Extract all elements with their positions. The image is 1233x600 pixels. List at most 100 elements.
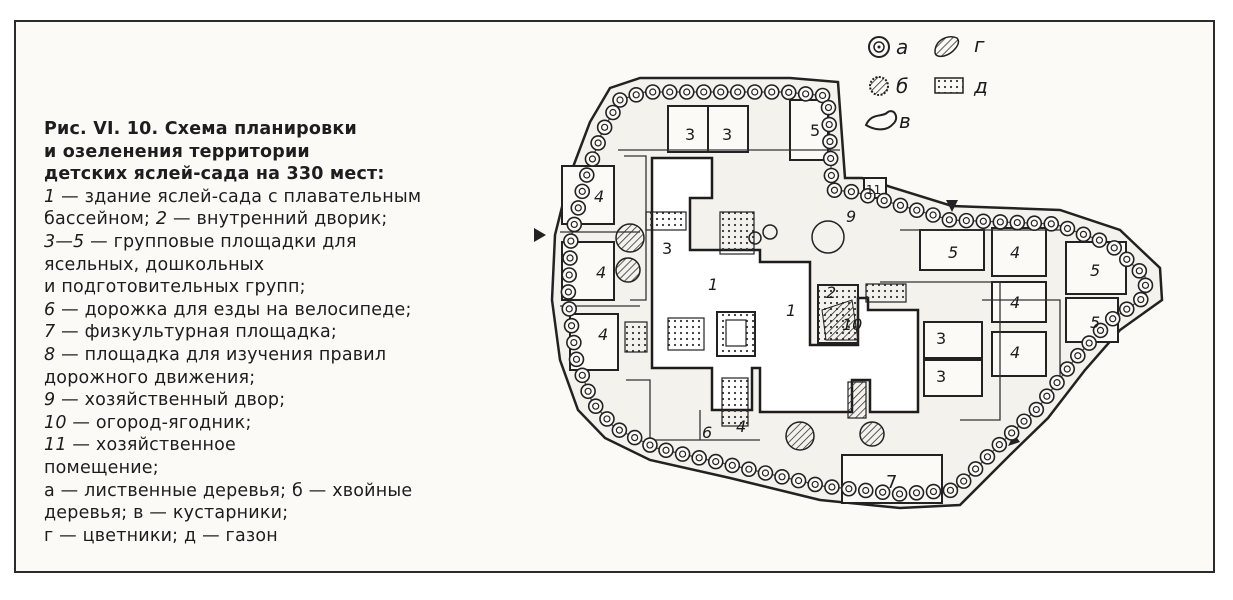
label-courtyard-2: 2 (826, 283, 836, 302)
deciduous-tree-icon (574, 183, 591, 200)
deciduous-tree-icon (1104, 310, 1121, 327)
caption-item-number: 1 (44, 186, 56, 207)
caption-item-text: — дорожка для езды на велосипеде; (55, 299, 412, 320)
entrance-arrow-west (534, 228, 546, 242)
deciduous-tree-icon (822, 150, 839, 167)
label-playground-3d: 3 (936, 329, 946, 348)
deciduous-tree-icon (1131, 263, 1148, 279)
label-playground-4g: 4 (736, 417, 746, 436)
deciduous-tree-icon (780, 84, 797, 101)
deciduous-tree-icon (841, 480, 857, 497)
conifer-tree-legend-icon (869, 76, 889, 96)
caption-item-number: 2 (155, 209, 168, 230)
deciduous-tree-icon (590, 135, 606, 151)
caption-item-text: — внутренний дворик; (167, 209, 388, 230)
deciduous-tree-icon (790, 472, 807, 489)
deciduous-tree-icon (820, 99, 837, 116)
deciduous-tree-icon (814, 87, 831, 104)
deciduous-tree-icon (822, 133, 838, 150)
caption-item-number: 3—5 (44, 231, 85, 252)
caption-legend-key: а — лиственные деревья; б — хвойные дере… (44, 480, 522, 548)
vegetable-garden-10 (821, 299, 859, 341)
deciduous-tree-icon (691, 450, 707, 466)
deciduous-tree-icon (707, 453, 724, 470)
label-vegetable-garden-10: 10 (842, 315, 862, 334)
deciduous-tree-icon (563, 317, 580, 334)
playground-4-east-b (991, 281, 1047, 323)
label-playground-5a: 5 (810, 121, 820, 140)
deciduous-tree-icon (908, 484, 925, 501)
deciduous-tree-icon (1016, 413, 1032, 430)
playground-5-east-a (919, 229, 985, 271)
inner-greenery (615, 211, 907, 451)
shrub-legend-icon (864, 110, 898, 131)
deciduous-tree-icon (562, 250, 578, 266)
deciduous-tree-icon (979, 449, 996, 465)
deciduous-tree-icon (967, 461, 984, 477)
caption-item-text: — огород-ягодник; (66, 412, 252, 433)
deciduous-tree-icon (763, 84, 780, 100)
caption-item-6: 6 — дорожка для езды на велосипеде; (44, 299, 522, 322)
playground-4-east-a (991, 227, 1047, 277)
deciduous-tree-icon (729, 84, 746, 100)
caption-item-8: 8 — площадка для изучения правил дорожно… (44, 344, 522, 389)
playground-3-east-b (923, 359, 983, 397)
caption-item-11: 11 — хозяйственное помещение; (44, 434, 522, 479)
deciduous-tree-icon (570, 200, 587, 216)
label-playground-3c: 3 (662, 239, 672, 258)
deciduous-tree-icon (563, 233, 579, 249)
label-playground-3b: 3 (722, 125, 732, 144)
deciduous-tree-icon (566, 216, 583, 233)
deciduous-tree-icon (566, 334, 582, 351)
label-building-1a: 1 (708, 275, 718, 294)
deciduous-tree-icon (797, 86, 814, 102)
deciduous-tree-icon (874, 484, 891, 501)
plan-labels: 1 1 2 3 3 3 3 3 4 4 4 4 4 4 4 5 5 5 5 6 … (594, 121, 1100, 493)
label-utility-room-11: 11 (866, 183, 881, 197)
caption-item-7: 7 — физкультурная площадка; (44, 321, 522, 344)
caption-item-1: 1 — здание яслей-сада с плавательным бас… (44, 186, 522, 231)
deciduous-tree-icon (1039, 388, 1055, 405)
deciduous-tree-icon (658, 442, 674, 459)
group-playgrounds (561, 99, 1127, 504)
caption-item-text: — групповые площадки для ясельных, дошко… (44, 231, 357, 298)
caption-item-number: 6 (44, 299, 56, 320)
label-utility-yard-9: 9 (846, 207, 856, 226)
label-playground-4c: 4 (598, 325, 608, 344)
deciduous-tree-icon (991, 436, 1008, 453)
caption-item-number: 11 (44, 435, 67, 456)
deciduous-tree-icon (1132, 291, 1149, 308)
caption-item-text: а — лиственные деревья; б — хвойные дере… (44, 480, 413, 546)
deciduous-tree-icon (568, 351, 585, 368)
label-playground-4b: 4 (596, 263, 606, 282)
legend-label-b: б (896, 74, 908, 98)
deciduous-tree-icon (580, 383, 596, 400)
deciduous-tree-icon (724, 457, 741, 474)
legend-label-g: г (974, 33, 985, 57)
label-playground-4a: 4 (594, 187, 604, 206)
deciduous-tree-icon (975, 213, 992, 230)
deciduous-tree-icon (578, 167, 595, 183)
deciduous-tree-icon (596, 119, 613, 136)
label-playground-4f: 4 (1010, 343, 1020, 362)
deciduous-tree-icon (941, 212, 958, 228)
deciduous-tree-icon (561, 267, 578, 283)
label-playground-3e: 3 (936, 367, 946, 386)
lawn-legend-icon (934, 77, 964, 94)
deciduous-tree-icon (757, 465, 774, 481)
label-playground-4d: 4 (1010, 243, 1020, 262)
deciduous-tree-icon (560, 284, 577, 300)
deciduous-tree-icon (661, 84, 678, 100)
deciduous-tree-icon (925, 483, 942, 500)
playground-3-east-a (923, 321, 983, 359)
legend-label-v: в (899, 109, 911, 133)
caption-item-3: 3—5 — групповые площадки для ясельных, д… (44, 231, 522, 299)
deciduous-tree-icon (1070, 347, 1086, 364)
entrance-arrow-north (946, 200, 958, 212)
deciduous-tree-icon (628, 87, 644, 103)
deciduous-tree-icon (1049, 374, 1065, 391)
deciduous-tree-icon (1009, 214, 1026, 231)
deciduous-tree-icon (1043, 216, 1060, 232)
deciduous-tree-icon (1081, 335, 1097, 351)
caption-item-text: — хозяйственное помещение; (44, 435, 237, 478)
